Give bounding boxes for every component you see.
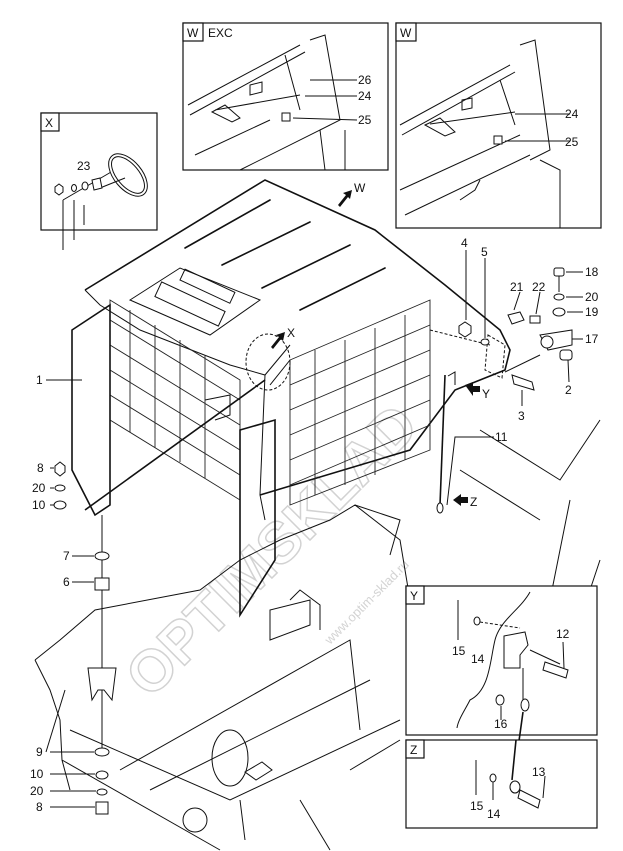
callout: 9 — [36, 745, 43, 759]
callout: 12 — [556, 627, 570, 641]
inset-x: X 23 — [40, 112, 158, 250]
inset-tag: W — [400, 26, 412, 40]
callout: 2 — [565, 383, 572, 397]
callout: 23 — [77, 159, 91, 173]
watermark-brand: OPTIMSKLAD — [113, 392, 430, 709]
callout: 22 — [532, 280, 546, 294]
callout: 17 — [585, 332, 599, 346]
callout: 14 — [487, 807, 501, 821]
machine-frame — [34, 419, 601, 851]
callout: 8 — [37, 461, 44, 475]
roof-panel-keys — [154, 268, 236, 327]
leader-lines — [45, 250, 583, 808]
inset-y: Y 15 14 12 16 — [405, 585, 598, 771]
callout: 15 — [470, 799, 484, 813]
callout: 26 — [358, 73, 372, 87]
callout: 10 — [32, 498, 46, 512]
inset-tag: W — [187, 26, 199, 40]
cab-guard — [71, 179, 511, 618]
callout: 20 — [585, 290, 599, 304]
inset-w-exc: W EXC 26 24 25 — [182, 22, 389, 171]
inset-tag: X — [45, 116, 53, 130]
watermark: OPTIMSKLAD www.optim-sklad.ru — [112, 391, 431, 710]
callout: 16 — [494, 717, 508, 731]
view-arrow-x-icon — [271, 332, 285, 349]
callout: 24 — [565, 107, 579, 121]
inset-w: W 24 25 — [395, 22, 602, 229]
view-arrow-z-icon — [453, 494, 468, 506]
inset-tag: Y — [410, 589, 418, 603]
callout: 18 — [585, 265, 599, 279]
view-arrow-w-icon — [338, 190, 352, 207]
view-label-w: W — [354, 181, 366, 195]
inset-note: EXC — [208, 26, 233, 40]
callout: 25 — [565, 135, 579, 149]
callout: 8 — [36, 800, 43, 814]
inset-tag: Z — [410, 743, 417, 757]
callout: 10 — [30, 767, 44, 781]
callout: 13 — [532, 765, 546, 779]
inset-z: Z 15 14 13 — [405, 739, 598, 829]
callout: 4 — [461, 236, 468, 250]
callout: 1 — [36, 373, 43, 387]
callout: 20 — [32, 481, 46, 495]
watermark-url: www.optim-sklad.ru — [321, 557, 412, 648]
callout: 15 — [452, 644, 466, 658]
view-arrow-y-icon — [465, 382, 480, 396]
callout: 7 — [63, 549, 70, 563]
callout: 14 — [471, 652, 485, 666]
callout: 3 — [518, 409, 525, 423]
callout: 21 — [510, 280, 524, 294]
callout: 11 — [495, 430, 508, 444]
view-label-z: Z — [470, 495, 477, 509]
callout: 5 — [481, 245, 488, 259]
callout: 6 — [63, 575, 70, 589]
callout: 19 — [585, 305, 599, 319]
callout: 25 — [358, 113, 372, 127]
callout: 20 — [30, 784, 44, 798]
view-label-y: Y — [482, 387, 490, 401]
hardware-parts — [53, 267, 573, 815]
callout: 24 — [358, 89, 372, 103]
main-callouts: 1 4 5 21 22 18 20 19 17 2 3 11 8 20 10 7… — [30, 236, 599, 814]
view-arrows: W X Y Z — [271, 181, 490, 509]
view-label-x: X — [287, 326, 295, 340]
